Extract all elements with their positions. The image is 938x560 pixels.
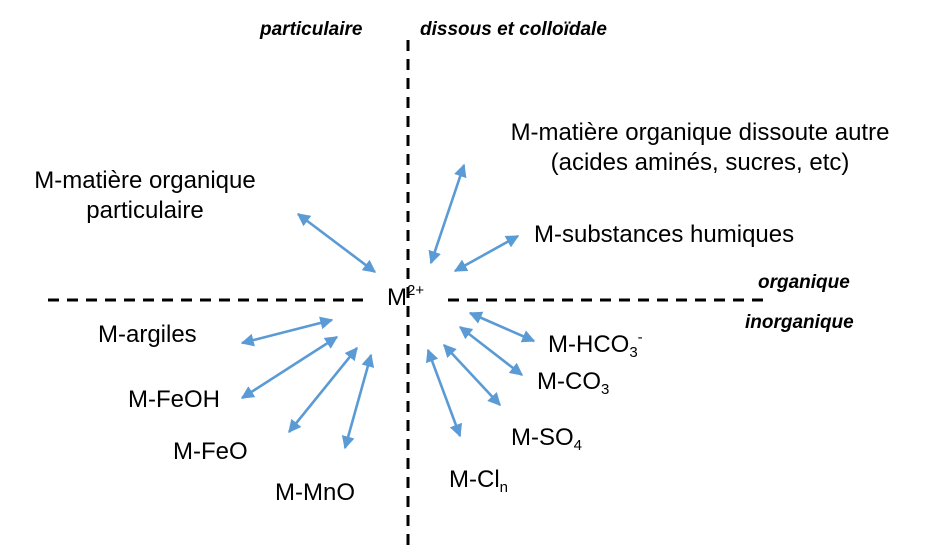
arrow-argiles — [240, 316, 334, 347]
label-dom-other-line1: M-matière organique dissoute autre — [510, 119, 890, 146]
label-hco3-base: M-HCO — [548, 331, 630, 358]
label-dissous-colloidale: dissous et colloïdale — [420, 19, 607, 40]
label-so4-base: M-SO — [511, 424, 574, 451]
arrow-mno — [341, 353, 375, 450]
label-particulaire: particulaire — [260, 19, 363, 40]
arrow-dom-other — [428, 163, 467, 265]
label-co3-base: M-CO — [537, 368, 601, 395]
center-metal-charge: 2+ — [407, 282, 425, 299]
label-dom-other: M-matière organique dissoute autre (acid… — [470, 118, 930, 178]
arrow-group — [240, 163, 536, 450]
label-hco3-sub: 3 — [629, 344, 638, 361]
label-mno: M-MnO — [275, 479, 355, 506]
label-cln-sub: n — [499, 479, 508, 496]
label-dom-other-line2: (acides aminés, sucres, etc) — [550, 149, 850, 176]
label-hco3-sup: - — [637, 329, 643, 346]
arrow-pom — [296, 212, 377, 274]
arrow-co3 — [458, 325, 524, 377]
label-cln-base: M-Cl — [449, 466, 500, 493]
arrow-humic — [453, 234, 520, 273]
arrow-cln — [425, 348, 463, 438]
label-argiles: M-argiles — [98, 321, 197, 348]
label-co3-sub: 3 — [600, 381, 610, 398]
label-humic: M-substances humiques — [534, 221, 795, 248]
label-organique: organique — [758, 272, 850, 293]
label-pom-line1: M-matière organique — [34, 167, 256, 194]
center-metal-symbol: M — [387, 284, 407, 311]
arrow-hco3 — [468, 311, 536, 343]
center-metal-ion: M2+ — [387, 283, 424, 313]
label-pom-line2: particulaire — [86, 197, 204, 224]
arrow-so4 — [443, 344, 501, 406]
label-so4-sub: 4 — [573, 437, 583, 454]
label-pom: M-matière organique particulaire — [5, 166, 285, 226]
label-so4: M-SO4 — [511, 423, 582, 453]
label-hco3: M-HCO3- — [548, 330, 643, 360]
label-feo: M-FeO — [173, 438, 248, 465]
label-co3: M-CO3 — [537, 367, 609, 397]
label-inorganique: inorganique — [745, 312, 854, 333]
label-feoh: M-FeOH — [128, 386, 220, 413]
label-cln: M-Cln — [449, 465, 508, 495]
